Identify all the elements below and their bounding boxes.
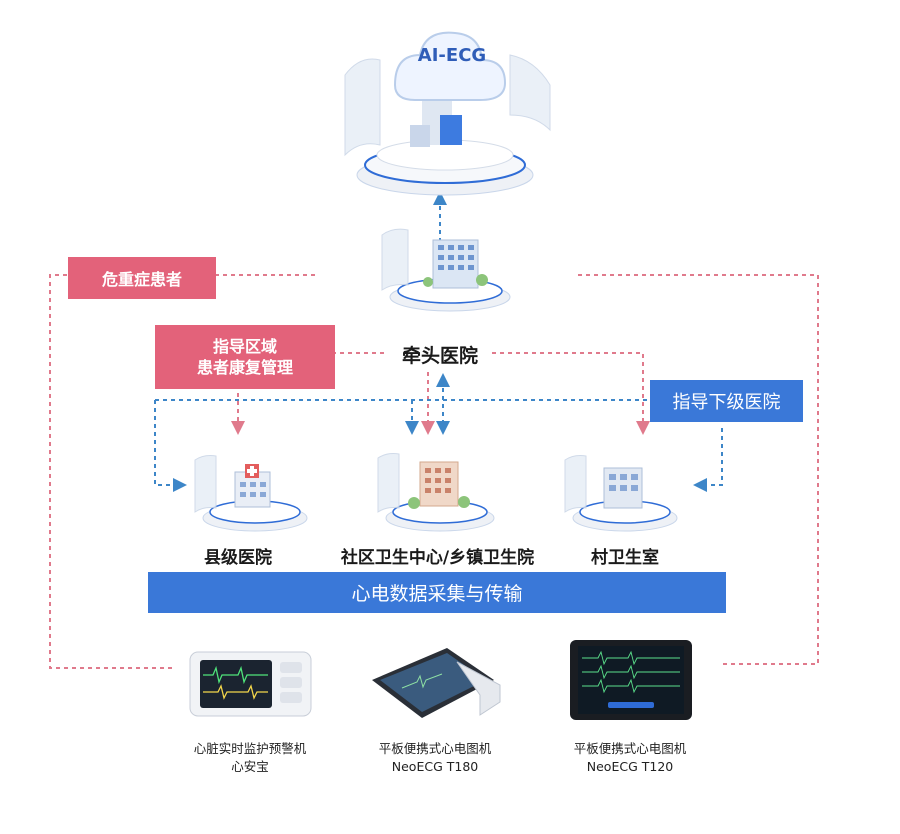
tablet-t120-image (568, 638, 694, 722)
critical-patient-route-line (49, 274, 315, 669)
cloud-label: AI-ECG (417, 45, 487, 66)
guide-region-box: 指导区域 患者康复管理 (155, 325, 335, 389)
village-clinic-building (560, 450, 685, 535)
transmission-banner: 心电数据采集与传输 (148, 572, 726, 613)
heart-monitor-icon (189, 651, 312, 717)
county-hospital-building (190, 450, 315, 535)
critical-patient-box: 危重症患者 (68, 257, 216, 299)
village-clinic-icon (564, 455, 678, 532)
device-3-label: 平板便携式心电图机 NeoECG T120 (550, 740, 710, 776)
guide-lower-box: 指导下级医院 (650, 380, 803, 422)
lead-hospital-label: 牵头医院 (401, 345, 478, 367)
guide-region-label-line2: 患者康复管理 (196, 358, 293, 377)
monitor-device-image (188, 650, 313, 718)
device-2-name: 平板便携式心电图机 (378, 741, 492, 756)
community-center-building (372, 448, 500, 536)
ecg-tablet-t120-icon (570, 640, 692, 720)
guide-lower-label: 指导下级医院 (672, 392, 781, 413)
right-route-line (578, 274, 819, 665)
community-center-label: 社区卫生中心/乡镇卫生院 (340, 548, 535, 568)
device-3-name: 平板便携式心电图机 (573, 741, 687, 756)
device-3-model: NeoECG T120 (586, 759, 674, 774)
hospital-building-icon (381, 228, 511, 312)
county-hospital-label: 县级医院 (204, 548, 272, 568)
ai-ecg-platform (340, 15, 560, 200)
device-1-label: 心脏实时监护预警机 心安宝 (170, 740, 330, 776)
device-2-label: 平板便携式心电图机 NeoECG T180 (355, 740, 515, 776)
lead-hospital-building (378, 225, 518, 315)
guide-region-label-line1: 指导区域 (212, 337, 277, 356)
platform-illustration-icon (344, 31, 551, 196)
tablet-t180-image (362, 640, 502, 722)
ecg-tablet-t180-icon (372, 648, 501, 718)
device-1-name: 心脏实时监护预警机 (193, 741, 307, 756)
village-clinic-label: 村卫生室 (591, 548, 659, 568)
transmission-label: 心电数据采集与传输 (351, 583, 523, 605)
device-2-model: NeoECG T180 (391, 759, 479, 774)
critical-patient-label: 危重症患者 (101, 270, 182, 289)
device-1-model: 心安宝 (231, 759, 269, 774)
community-center-icon (377, 453, 495, 532)
county-hospital-icon (194, 455, 308, 532)
